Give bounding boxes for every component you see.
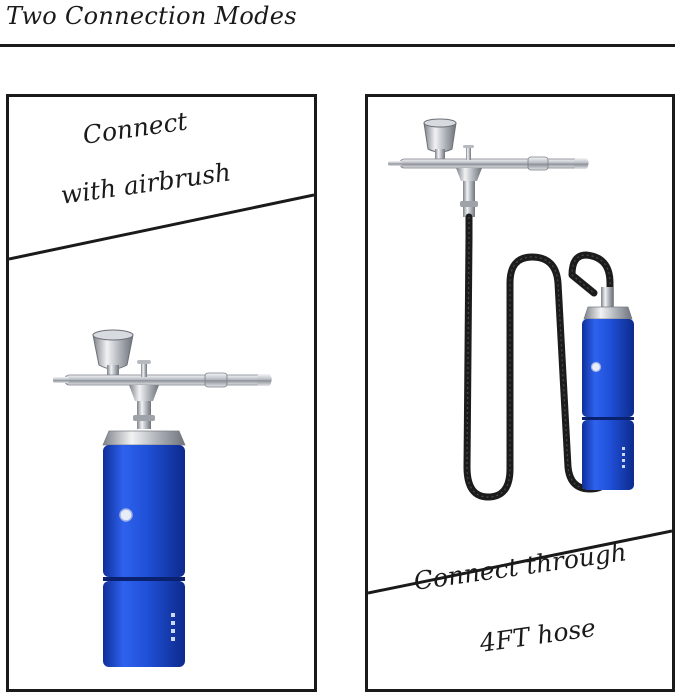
- panel-connect-through-hose: Connect through 4FT hose: [365, 94, 675, 692]
- airbrush-icon: [388, 118, 589, 217]
- compressor-icon: [102, 430, 186, 667]
- hose-icon: [463, 213, 614, 501]
- panel-connect-with-airbrush: Connect with airbrush: [6, 94, 317, 692]
- caption-divider-line: [9, 193, 314, 261]
- hose-connector-icon: [601, 287, 613, 307]
- left-panel-artwork: [9, 193, 314, 667]
- compressor-icon: [582, 306, 634, 490]
- right-panel-artwork: [368, 118, 672, 595]
- title-divider: [0, 44, 675, 47]
- page-title: Two Connection Modes: [6, 2, 297, 30]
- caption-divider-line: [368, 529, 672, 595]
- airbrush-icon: [53, 329, 272, 429]
